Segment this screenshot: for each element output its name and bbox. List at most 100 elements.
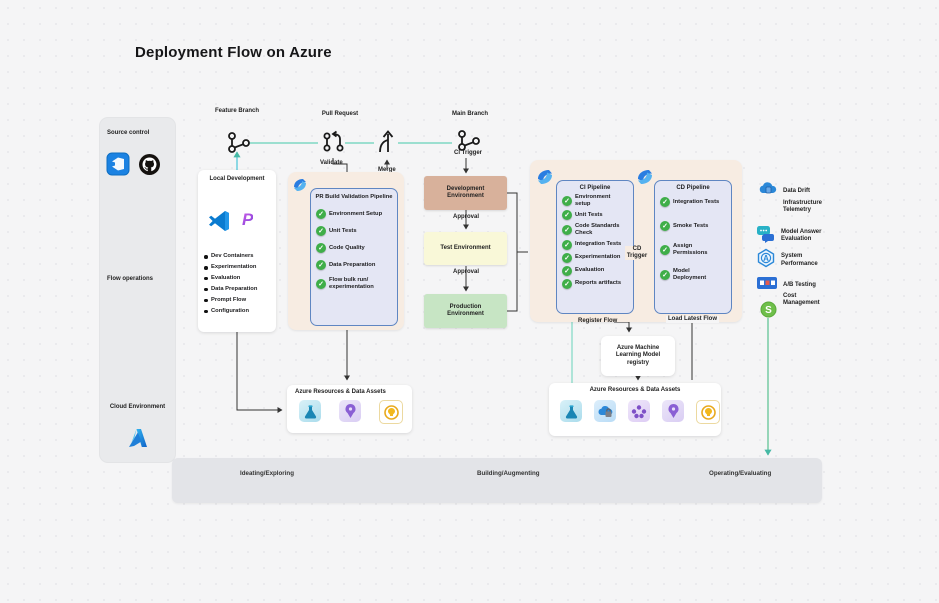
check-icon: ✓ [660, 269, 670, 280]
monitoring-item: Model Answer Evaluation [756, 224, 827, 248]
cloud-environment-label: Cloud Environment [109, 404, 166, 410]
chat-evaluation-icon [756, 224, 776, 248]
merge-label: Merge [378, 167, 396, 173]
flow-operations-label: Flow operations [107, 276, 154, 282]
merge-icon [377, 126, 399, 159]
pull-request-icon [321, 128, 347, 160]
check-label: Evaluation [575, 267, 605, 274]
check-icon: ✓ [562, 210, 572, 221]
load-latest-flow-label: Load Latest Flow [666, 316, 720, 324]
cd-pipeline-box: CD Pipeline ✓Integration Tests ✓Smoke Te… [654, 180, 732, 314]
monitoring-item: Data Drift [758, 180, 810, 203]
local-development-title: Local Development [209, 176, 265, 182]
check-label: Integration Tests [673, 198, 720, 205]
check-label: Assign Permissions [673, 243, 708, 256]
ab-testing-icon [756, 276, 778, 295]
monitoring-label: Infrastructure Telemetry [783, 200, 823, 214]
ci-trigger-label: CI Trigger [454, 150, 483, 156]
check-icon: ✓ [316, 242, 326, 253]
check-icon: ✓ [660, 221, 670, 231]
git-branch-icon [456, 128, 481, 158]
check-label: Environment Setup [329, 210, 383, 217]
storage-cloud-lock-icon [594, 400, 616, 423]
check-label: Environment setup [575, 194, 611, 207]
check-icon: ✓ [562, 239, 572, 250]
feature-branch-label: Feature Branch [214, 108, 259, 114]
monitoring-item: A/B Testing [756, 276, 816, 295]
approval-label: Approval [452, 214, 479, 220]
monitoring-item: Cost Management [783, 293, 833, 307]
cd-trigger-label: CD Trigger [625, 246, 649, 261]
check-icon: ✓ [660, 197, 670, 207]
check-label: Reports artifacts [575, 280, 622, 287]
pull-request-label: Pull Request [321, 111, 359, 117]
check-label: Code Quality [329, 244, 365, 251]
azure-ml-flask-icon [560, 400, 582, 423]
model-registry-box: Azure Machine Learning Model registry [601, 336, 675, 376]
check-label: Data Preparation [329, 261, 376, 268]
github-icon [138, 153, 161, 181]
ci-pipeline-box: CI Pipeline ✓Environment setup ✓Unit Tes… [556, 180, 634, 314]
check-label: Code Standards Check [575, 223, 620, 236]
production-environment-box: Production Environment [424, 294, 507, 328]
azure-icon [124, 424, 152, 457]
data-drift-icon [758, 180, 778, 203]
check-label: Smoke Tests [673, 222, 709, 229]
stage-bar: Ideating/Exploring Building/Augmenting O… [172, 458, 822, 503]
prompt-flow-icon: P [242, 210, 254, 229]
model-registry-label: Azure Machine Learning Model registry [615, 345, 661, 366]
list-item: Dev Containers [204, 253, 276, 259]
git-branch-icon [226, 130, 251, 160]
monitoring-label: A/B Testing [783, 281, 816, 288]
local-development-list: Dev Containers Experimentation Evaluatio… [204, 253, 276, 314]
check-label: Model Deployment [673, 268, 707, 281]
azure-resources-title: Azure Resources & Data Assets [295, 389, 386, 395]
app-insights-icon [696, 400, 720, 425]
check-icon: ✓ [562, 252, 572, 263]
check-label: Unit Tests [575, 211, 603, 218]
test-environment-label: Test Environment [440, 244, 491, 251]
check-icon: ✓ [562, 224, 572, 235]
check-icon: ✓ [562, 195, 572, 206]
development-environment-box: Development Environment [424, 176, 507, 210]
azure-devops-icon [106, 152, 130, 181]
register-flow-label: Register Flow [578, 318, 618, 324]
production-environment-label: Production Environment [447, 303, 484, 317]
system-performance-icon: A [756, 248, 776, 273]
list-item: Evaluation [204, 275, 276, 281]
list-item: Data Preparation [204, 286, 276, 292]
svg-text:A: A [763, 254, 769, 263]
pr-container: PR Build Validation Pipeline ✓Environmen… [288, 172, 404, 330]
check-icon: ✓ [316, 278, 326, 289]
azure-resources-title: Azure Resources & Data Assets [589, 387, 681, 393]
check-label: Integration Tests [575, 241, 622, 248]
check-icon: ✓ [316, 225, 326, 236]
monitoring-label: Data Drift [783, 187, 811, 194]
app-insights-icon [379, 400, 403, 425]
azure-resources-box-left: Azure Resources & Data Assets [287, 385, 412, 433]
list-item: Prompt Flow [204, 297, 276, 303]
monitoring-item: Infrastructure Telemetry [783, 200, 835, 214]
azure-devops-rocket-icon [292, 177, 308, 198]
stage-label: Building/Augmenting [477, 470, 540, 477]
pr-pipeline-box: PR Build Validation Pipeline ✓Environmen… [310, 188, 398, 326]
list-item: Experimentation [204, 264, 276, 270]
test-environment-box: Test Environment [424, 232, 507, 265]
page-title: Deployment Flow on Azure [135, 44, 332, 61]
monitoring-label: Model Answer Evaluation [781, 228, 822, 242]
cd-pipeline-title: CD Pipeline [676, 185, 710, 191]
check-label: Flow bulk run/ experimentation [329, 276, 374, 290]
check-label: Unit Tests [329, 227, 357, 234]
validate-label: Validate [320, 160, 343, 166]
monitoring-label: System Performance [781, 253, 818, 267]
azure-resources-box-right: Azure Resources & Data Assets [549, 383, 721, 436]
stage-label: Ideating/Exploring [240, 470, 294, 477]
svg-text:S: S [765, 305, 772, 316]
vscode-icon [206, 208, 232, 239]
azure-devops-rocket-icon [536, 168, 554, 191]
development-environment-label: Development Environment [446, 185, 485, 199]
check-icon: ✓ [660, 244, 670, 255]
monitoring-label: Cost Management [783, 293, 820, 307]
check-icon: ✓ [562, 278, 572, 289]
cost-management-icon: S [760, 301, 777, 323]
